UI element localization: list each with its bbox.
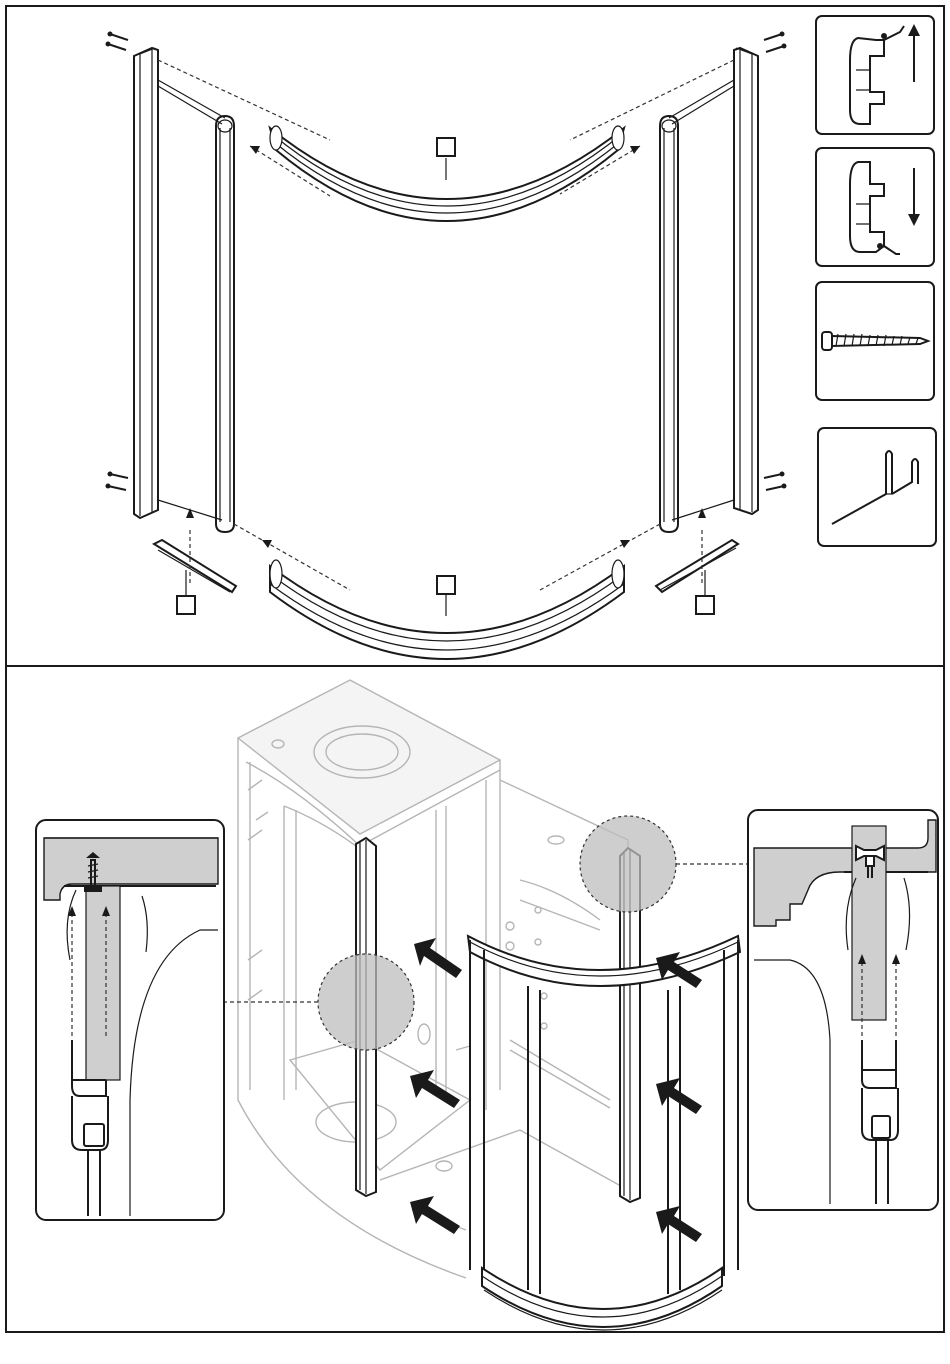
- callout-box-bottom-rail: [437, 576, 455, 616]
- parts-legend: [816, 16, 936, 546]
- legend-profile-insert-down: [816, 148, 934, 266]
- callout-box-top-rail: [437, 138, 455, 180]
- legend-profile-insert-up: [816, 16, 934, 134]
- callout-box-bottom-right: [696, 570, 714, 614]
- screw-bottom-left: [106, 472, 129, 491]
- left-door-post: [216, 116, 234, 532]
- screw-top-left: [106, 32, 129, 51]
- cabin-roof: [238, 680, 500, 846]
- right-door-post: [660, 116, 678, 532]
- detail-magnifier-right: [580, 816, 750, 912]
- bottom-curved-rail: [270, 560, 624, 659]
- screw-bottom-right: [764, 472, 787, 491]
- legend-self-tapping-screw: [816, 282, 934, 400]
- detail-inset-right: [748, 810, 938, 1210]
- left-wall-profile: [134, 48, 158, 518]
- callout-box-bottom-left: [177, 570, 195, 614]
- mounting-arrows: [410, 938, 702, 1242]
- detail-inset-left: [36, 820, 224, 1220]
- bottom-left-sill: [154, 540, 236, 592]
- mounted-door-assembly: [36, 680, 938, 1330]
- exploded-frame-assembly: [106, 32, 787, 660]
- legend-seal-strip: [818, 428, 936, 546]
- detail-magnifier-left: [222, 954, 414, 1050]
- sliding-door: [468, 936, 740, 1330]
- bottom-right-sill: [656, 540, 738, 592]
- right-wall-profile: [734, 48, 758, 514]
- screw-top-right: [764, 32, 787, 53]
